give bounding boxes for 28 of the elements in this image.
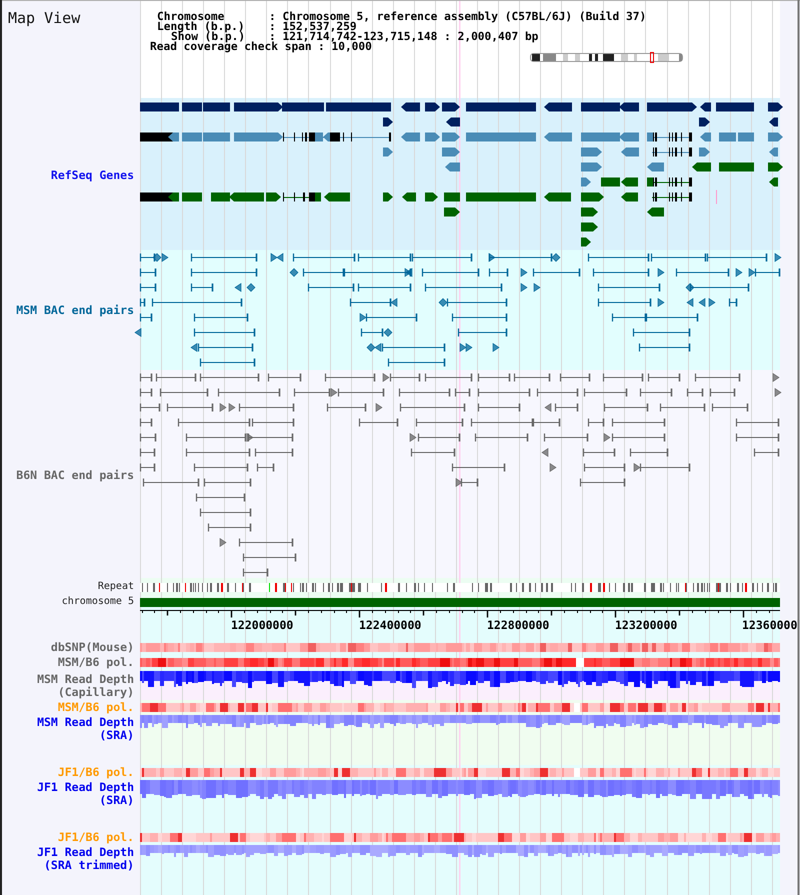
field-value: : 121,714,742-123,715,148 : 2,000,407 bp xyxy=(269,32,538,42)
track-label: Repeat xyxy=(98,581,134,593)
field-value: : Chromosome 5, reference assembly (C57BL/6J) (Build 37) xyxy=(269,12,646,22)
field-label: Show (b.p.) xyxy=(171,32,246,42)
field-value: : 10,000 xyxy=(318,42,372,52)
track-label: MSM/B6 pol. xyxy=(58,656,134,668)
track-label: B6N BAC end pairs xyxy=(16,468,134,482)
track-label: JF1 Read Depth (SRA) xyxy=(36,780,134,806)
track-label: JF1/B6 pol. xyxy=(58,766,134,778)
track-label: MSM Read Depth (SRA) xyxy=(36,716,134,742)
track-label: MSM/B6 pol. xyxy=(58,700,134,714)
field-label: Length (b.p.) xyxy=(157,22,245,32)
track-label: MSM BAC end pairs xyxy=(16,304,134,316)
track-label: dbSNP(Mouse) xyxy=(50,640,134,654)
track-label: chromosome 5 xyxy=(62,596,134,608)
track-label: JF1/B6 pol. xyxy=(58,830,134,844)
axis-tick-label: 12360000 xyxy=(742,619,798,631)
axis-tick-label: 122000000 xyxy=(231,619,294,631)
axis-tick-label: 122800000 xyxy=(487,619,550,631)
axis-tick-label: 123200000 xyxy=(615,619,678,631)
page-title: Map View xyxy=(8,9,80,27)
track-label: JF1 Read Depth (SRA trimmed) xyxy=(36,846,134,872)
field-label: Read coverage check span xyxy=(150,42,312,52)
field-value: : 152,537,259 xyxy=(269,22,357,32)
track-label: MSM Read Depth (Capillary) xyxy=(36,672,134,698)
track-label: RefSeq Genes xyxy=(50,168,134,182)
field-label: Chromosome xyxy=(157,12,224,22)
axis-tick-label: 122400000 xyxy=(359,619,422,631)
